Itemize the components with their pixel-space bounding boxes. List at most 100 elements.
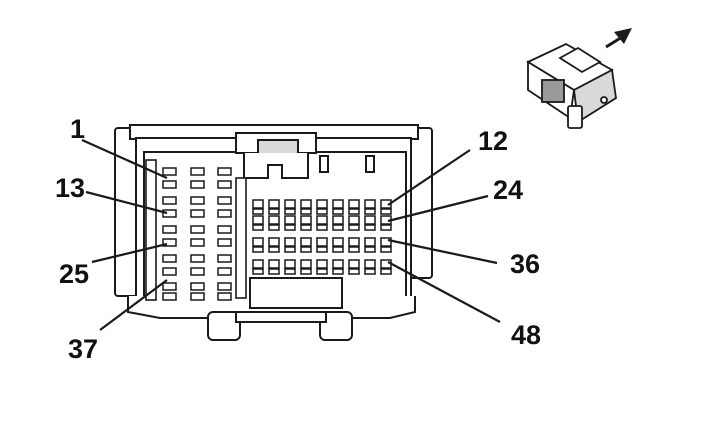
right-flange [409, 127, 433, 279]
pin-cavity-right-lower [364, 268, 376, 275]
latch-post-right [365, 155, 375, 173]
pin-cavity-right [252, 215, 264, 225]
pin-cavity-right [348, 199, 360, 209]
pin-cavity-right [252, 199, 264, 209]
pin-cavity-right [332, 259, 344, 269]
pin-cavity-right-lower [364, 208, 376, 215]
pin-cavity-right [284, 199, 296, 209]
pin-cavity-left [162, 254, 177, 263]
pin-cavity-left [217, 282, 232, 291]
leader-pin-1 [81, 138, 168, 180]
pin-cavity-right [364, 215, 376, 225]
pin-cavity-right-lower [348, 224, 360, 231]
label-pin-1: 1 [70, 114, 86, 144]
leader-pin-25 [91, 242, 168, 264]
pin-cavity-right-lower [252, 208, 264, 215]
pin-cavity-left [162, 167, 177, 176]
pin-cavity-right [364, 237, 376, 247]
pin-cavity-right [300, 215, 312, 225]
pin-cavity-right [300, 237, 312, 247]
pin-cavity-right-lower [268, 224, 280, 231]
bottom-recess [249, 277, 343, 309]
pin-cavity-right [316, 259, 328, 269]
pin-cavity-right-lower [316, 268, 328, 275]
pin-cavity-left [217, 209, 232, 218]
pin-cavity-left [190, 209, 205, 218]
pin-cavity-right [380, 237, 392, 247]
pin-cavity-right [252, 237, 264, 247]
pin-cavity-left [217, 254, 232, 263]
latch-hook [243, 153, 309, 179]
bottom-tab-right [319, 311, 353, 341]
pin-cavity-left [217, 292, 232, 301]
left-flange [114, 127, 138, 297]
label-pin-36: 36 [510, 249, 541, 279]
pin-cavity-left [190, 225, 205, 234]
pin-cavity-right-lower [316, 246, 328, 253]
arrow-up-right-icon [605, 28, 632, 49]
pin-cavity-right-lower [284, 208, 296, 215]
pin-cavity-right [364, 259, 376, 269]
pin-cavity-left [190, 282, 205, 291]
pin-cavity-right-lower [252, 268, 264, 275]
pin-cavity-left [190, 196, 205, 205]
pin-cavity-right-lower [380, 268, 392, 275]
pin-cavity-left [217, 225, 232, 234]
pin-cavity-right-lower [268, 208, 280, 215]
pin-cavity-left [162, 267, 177, 276]
pin-cavity-right-lower [348, 268, 360, 275]
latch-bar [257, 139, 299, 155]
pin-cavity-right-lower [316, 208, 328, 215]
leader-pin-36 [387, 238, 498, 265]
left-rib [145, 159, 157, 301]
label-pin-12: 12 [478, 126, 509, 156]
leader-pin-13 [85, 190, 168, 215]
top-latch [235, 132, 375, 179]
pin-cavity-left [217, 196, 232, 205]
pin-cavity-right-lower [364, 224, 376, 231]
pin-cavity-left [190, 180, 205, 189]
pin-cavity-right [268, 237, 280, 247]
pin-cavity-right [364, 199, 376, 209]
latch-post [319, 155, 329, 173]
pin-cavity-right-lower [252, 224, 264, 231]
pin-cavity-left [162, 209, 177, 218]
pin-cavity-left [217, 267, 232, 276]
bottom-bridge [235, 311, 327, 323]
pin-cavity-right [316, 199, 328, 209]
pin-cavity-right-lower [380, 246, 392, 253]
label-pin-24: 24 [493, 175, 524, 205]
pin-cavity-right-lower [332, 208, 344, 215]
pin-cavity-left [190, 238, 205, 247]
pin-cavity-left [190, 267, 205, 276]
connector-3d-view-icon [526, 42, 617, 129]
pin-cavity-left [162, 180, 177, 189]
pin-cavity-right [348, 259, 360, 269]
pin-cavity-right-lower [284, 246, 296, 253]
pin-cavity-left [162, 196, 177, 205]
pin-cavity-right-lower [332, 224, 344, 231]
pin-cavity-right [316, 215, 328, 225]
pin-cavity-left [217, 238, 232, 247]
pin-cavity-right-lower [332, 268, 344, 275]
pin-cavity-right-lower [300, 268, 312, 275]
leader-pin-48 [387, 261, 501, 323]
pin-cavity-right-lower [268, 246, 280, 253]
left-pin-block [162, 167, 232, 301]
pin-cavity-right [268, 259, 280, 269]
right-pin-block [252, 199, 392, 275]
center-rib [235, 177, 247, 299]
pin-cavity-right-lower [268, 268, 280, 275]
pin-cavity-right [300, 199, 312, 209]
pin-cavity-right [284, 259, 296, 269]
pin-cavity-left [190, 167, 205, 176]
pin-cavity-right-lower [284, 224, 296, 231]
pin-cavity-right [348, 215, 360, 225]
pin-cavity-left [190, 254, 205, 263]
leader-pin-24 [387, 194, 489, 223]
pin-cavity-right-lower [348, 208, 360, 215]
leader-pin-37 [99, 279, 168, 331]
pin-cavity-left [162, 225, 177, 234]
pin-cavity-left [162, 238, 177, 247]
